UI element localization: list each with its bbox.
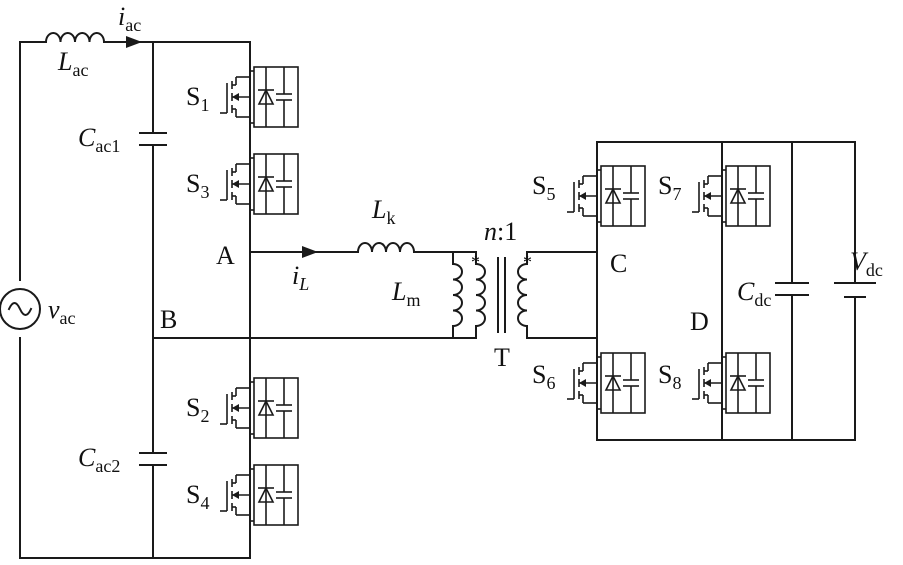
polarity-dot-secondary: * xyxy=(523,252,532,272)
label-iac: iac xyxy=(118,2,141,35)
label-cdc: Cdc xyxy=(737,277,771,310)
switch-s4 xyxy=(219,464,299,526)
label-turns-ratio: n:1 xyxy=(484,217,517,246)
label-cac2: Cac2 xyxy=(78,443,120,476)
switch-s5 xyxy=(566,165,646,227)
label-s4: S4 xyxy=(186,480,209,513)
capacitor-cdc xyxy=(775,282,809,296)
switch-s8 xyxy=(691,352,771,414)
iac-arrow xyxy=(126,36,142,48)
label-cac1: Cac1 xyxy=(78,123,120,156)
label-s6: S6 xyxy=(532,360,555,393)
label-s5: S5 xyxy=(532,171,555,204)
switch-s3 xyxy=(219,153,299,215)
node-d-label: D xyxy=(690,307,709,336)
switch-s6 xyxy=(566,352,646,414)
capacitor-cac2 xyxy=(139,452,167,466)
transformer xyxy=(451,251,598,339)
dc-voltage-source xyxy=(834,282,876,298)
il-arrow xyxy=(302,246,318,258)
label-il: iL xyxy=(292,261,309,294)
node-b-label: B xyxy=(160,305,177,334)
node-a-label: A xyxy=(216,241,235,270)
switch-s7 xyxy=(691,165,771,227)
switch-s1 xyxy=(219,66,299,128)
polarity-dot-primary: * xyxy=(471,252,480,272)
label-vac: vac xyxy=(48,295,76,328)
label-s1: S1 xyxy=(186,82,209,115)
node-c-label: C xyxy=(610,249,627,278)
switch-s2 xyxy=(219,377,299,439)
label-s2: S2 xyxy=(186,393,209,426)
label-s8: S8 xyxy=(658,360,681,393)
label-lm: Lm xyxy=(391,277,420,310)
capacitor-cac1 xyxy=(139,132,167,146)
ac-voltage-source xyxy=(0,288,41,330)
label-s7: S7 xyxy=(658,171,681,204)
label-s3: S3 xyxy=(186,169,209,202)
label-lk: Lk xyxy=(371,195,395,228)
inductor-lac xyxy=(44,32,106,44)
inductor-lk xyxy=(356,242,416,254)
label-transformer: T xyxy=(494,343,510,372)
label-vdc: Vdc xyxy=(850,247,883,280)
label-lac: Lac xyxy=(57,47,88,80)
